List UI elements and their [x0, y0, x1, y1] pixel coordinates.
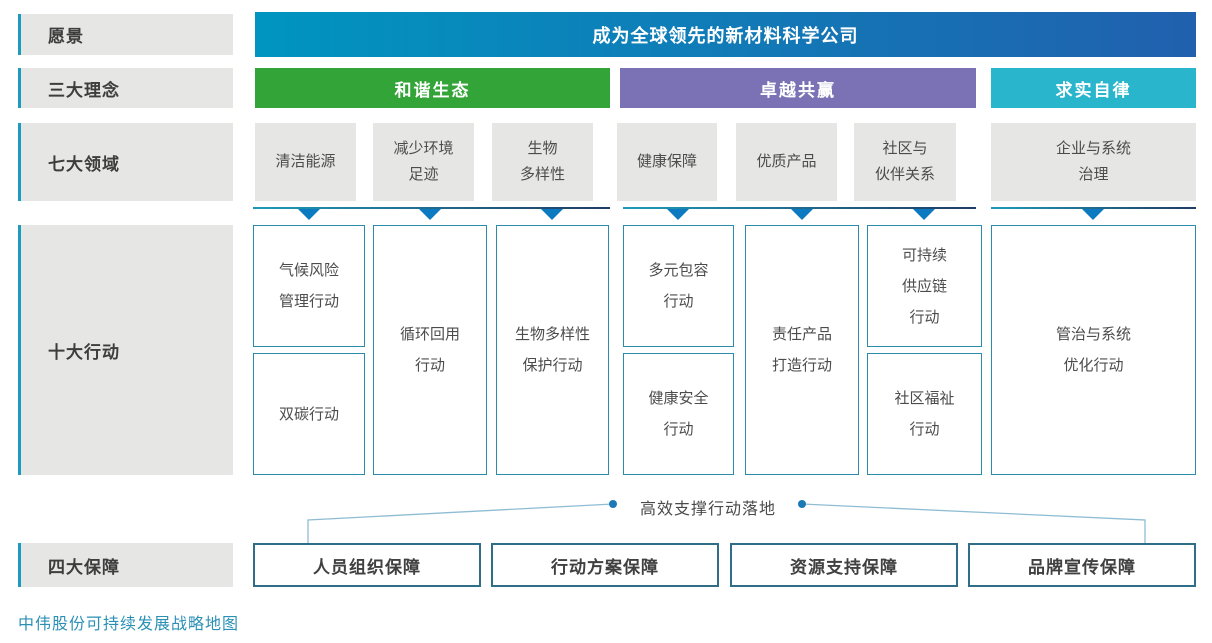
down-arrow-icon: [541, 209, 563, 220]
area-box-corporate-governance: 企业与系统治理: [991, 123, 1196, 201]
row-label-actions: 十大行动: [18, 225, 233, 475]
guarantee-box-brand: 品牌宣传保障: [968, 543, 1196, 587]
down-arrow-icon: [298, 209, 320, 220]
concept-bar-pragmatic-discipline: 求实自律: [991, 68, 1196, 108]
down-arrow-icon: [419, 209, 441, 220]
down-arrow-icon: [667, 209, 689, 220]
down-arrow-icon: [791, 209, 813, 220]
caption: 中伟股份可持续发展战略地图: [18, 616, 240, 633]
guarantee-box-resources: 资源支持保障: [730, 543, 958, 587]
vision-bar: 成为全球领先的新材料科学公司: [255, 12, 1196, 57]
support-note: 高效支撑行动落地: [639, 501, 776, 518]
area-box-biodiversity: 生物多样性: [492, 123, 593, 201]
area-box-footprint-reduction: 减少环境足迹: [373, 123, 474, 201]
group-underline-ecology: [253, 207, 610, 209]
action-box-diversity-inclusion: 多元包容行动: [623, 225, 734, 347]
down-arrow-icon: [913, 209, 935, 220]
concept-bar-excellence-winwin: 卓越共赢: [620, 68, 976, 108]
row-label-vision: 愿景: [18, 14, 233, 55]
action-box-health-safety: 健康安全行动: [623, 353, 734, 475]
group-underline-winwin: [623, 207, 976, 209]
action-box-sustainable-supply-chain: 可持续供应链行动: [867, 225, 982, 347]
action-box-biodiversity-protection: 生物多样性保护行动: [496, 225, 609, 475]
group-underline-discipline: [991, 207, 1196, 209]
area-box-community-partners: 社区与伙伴关系: [854, 123, 956, 201]
area-box-health: 健康保障: [617, 123, 717, 201]
row-label-concepts: 三大理念: [18, 68, 233, 108]
row-label-areas: 七大领域: [18, 123, 233, 201]
action-box-responsible-product: 责任产品打造行动: [745, 225, 859, 475]
guarantee-box-action-plan: 行动方案保障: [491, 543, 719, 587]
action-box-community-welfare: 社区福祉行动: [867, 353, 982, 475]
down-arrow-icon: [1082, 209, 1104, 220]
guarantee-box-personnel: 人员组织保障: [253, 543, 481, 587]
area-box-clean-energy: 清洁能源: [255, 123, 356, 201]
action-box-climate-risk: 气候风险管理行动: [253, 225, 365, 347]
area-box-quality-products: 优质产品: [736, 123, 837, 201]
concept-bar-harmony-ecology: 和谐生态: [255, 68, 610, 108]
row-label-guarantees: 四大保障: [18, 543, 233, 587]
action-box-dual-carbon: 双碳行动: [253, 353, 365, 475]
action-box-governance-optimization: 管治与系统优化行动: [991, 225, 1196, 475]
action-box-circular-reuse: 循环回用行动: [373, 225, 487, 475]
